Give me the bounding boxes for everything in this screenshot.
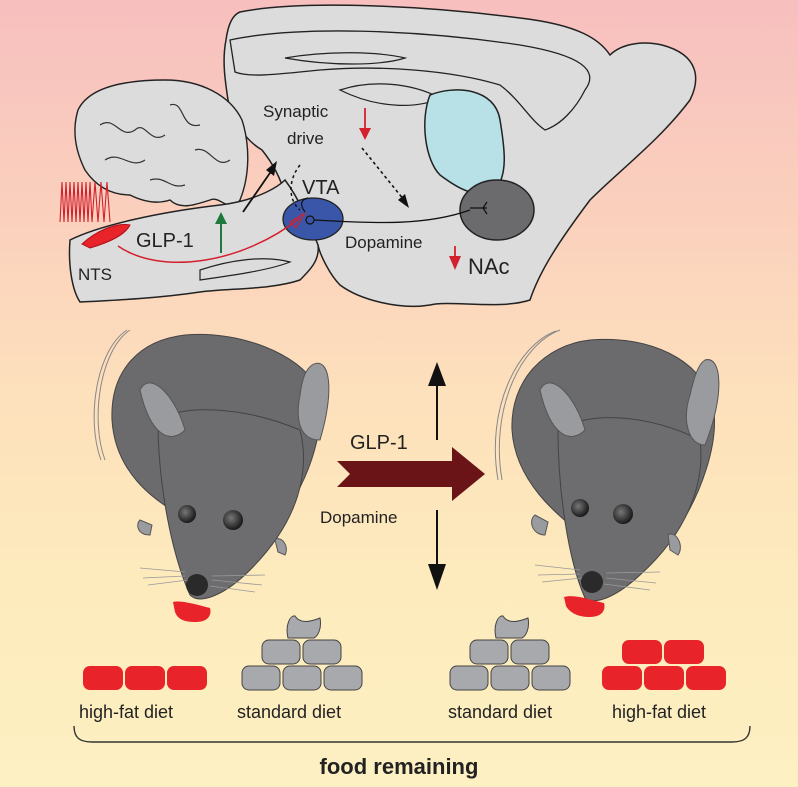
dopamine-projection <box>313 209 471 224</box>
food-block <box>469 639 509 665</box>
food-stack-left-standard <box>241 615 363 691</box>
food-stack-right-high-fat <box>602 640 726 690</box>
food-block <box>302 639 342 665</box>
food-stack-left-high-fat <box>83 666 207 690</box>
synaptic-feedback-dashed <box>290 164 301 211</box>
vta-region <box>282 197 344 241</box>
drive-label: drive <box>287 129 324 148</box>
bracket <box>73 725 751 743</box>
mouse-left <box>93 329 330 622</box>
food-pellet-high-fat <box>173 601 211 622</box>
food-block <box>241 665 281 691</box>
paw <box>667 533 681 556</box>
dopamine-brain-label: Dopamine <box>345 233 423 252</box>
food-block <box>531 665 571 691</box>
mouse-head <box>157 409 304 600</box>
glp1-brain-label: GLP-1 <box>136 230 194 252</box>
food-crumb <box>494 615 529 639</box>
food-block <box>167 666 207 690</box>
nac-label: NAc <box>468 254 510 279</box>
glp1-effect: GLP-1 Dopamine <box>320 362 485 590</box>
vta-label: VTA <box>302 177 340 199</box>
food-crumb <box>286 615 321 639</box>
food-block <box>125 666 165 690</box>
food-label-left-standard: standard diet <box>237 702 341 722</box>
food-remaining-caption: food remaining <box>320 754 479 779</box>
eye <box>613 504 633 524</box>
paw <box>274 538 287 556</box>
spike-train-icon <box>59 181 111 223</box>
food-stack-right-standard <box>449 615 571 691</box>
paw <box>531 514 549 536</box>
pons-fold <box>199 258 292 281</box>
brain-sagittal-section: Synaptic drive VTA GLP-1 NTS Dopamine NA… <box>59 4 697 308</box>
nose <box>581 571 603 593</box>
food-block <box>449 665 489 691</box>
food-block <box>261 639 301 665</box>
ear-left <box>539 382 586 437</box>
mouse-right <box>494 329 720 617</box>
food-label-right-high-fat: high-fat diet <box>612 702 706 722</box>
dopamine-effect-label: Dopamine <box>320 508 398 527</box>
up-arrowhead <box>428 362 446 386</box>
ventricle <box>284 52 408 65</box>
transition-arrow-icon <box>337 447 485 501</box>
food-block <box>323 665 363 691</box>
tail-outline <box>494 330 557 481</box>
food-block <box>510 639 550 665</box>
ear-right <box>297 362 330 441</box>
paw <box>137 519 153 536</box>
glp1-terminal <box>289 212 306 229</box>
whiskers <box>139 567 266 593</box>
synaptic-label: Synaptic <box>263 102 329 121</box>
food-block <box>282 665 322 691</box>
eye <box>223 510 243 530</box>
dashed-arrow-icon <box>361 147 405 201</box>
glp1-effect-label: GLP-1 <box>350 432 408 454</box>
food-block <box>622 640 662 664</box>
nac-region <box>459 179 535 241</box>
food-block <box>686 666 726 690</box>
food-block <box>490 665 530 691</box>
drive-arrowhead <box>266 161 277 176</box>
food-remaining: high-fat diet standard diet standard die… <box>73 615 751 779</box>
food-block <box>664 640 704 664</box>
food-label-left-high-fat: high-fat diet <box>79 702 173 722</box>
nts-region <box>81 223 131 249</box>
nts-label: NTS <box>78 265 112 284</box>
vta-dendrite <box>301 197 309 213</box>
food-block <box>83 666 123 690</box>
cerebellum-folia <box>99 103 231 187</box>
food-pellet-high-fat <box>564 596 605 617</box>
whiskers <box>534 564 661 591</box>
food-block <box>602 666 642 690</box>
dopamine-decrease-arrowhead <box>449 256 461 270</box>
increase-arrowhead <box>215 212 227 224</box>
eye <box>571 499 589 517</box>
drive-arrow-icon <box>242 169 273 213</box>
ear-right <box>686 359 720 446</box>
tail <box>498 329 561 481</box>
eye <box>178 505 196 523</box>
tail-outline <box>93 329 128 461</box>
food-label-right-standard: standard diet <box>448 702 552 722</box>
ear-left <box>139 382 186 437</box>
tail <box>97 329 131 461</box>
food-block <box>644 666 684 690</box>
nose <box>186 574 208 596</box>
synapse-terminal <box>470 201 488 215</box>
glp1-projection <box>117 217 301 263</box>
dashed-arrowhead <box>398 194 409 208</box>
down-arrowhead <box>428 564 446 590</box>
decrease-arrowhead <box>359 128 371 140</box>
